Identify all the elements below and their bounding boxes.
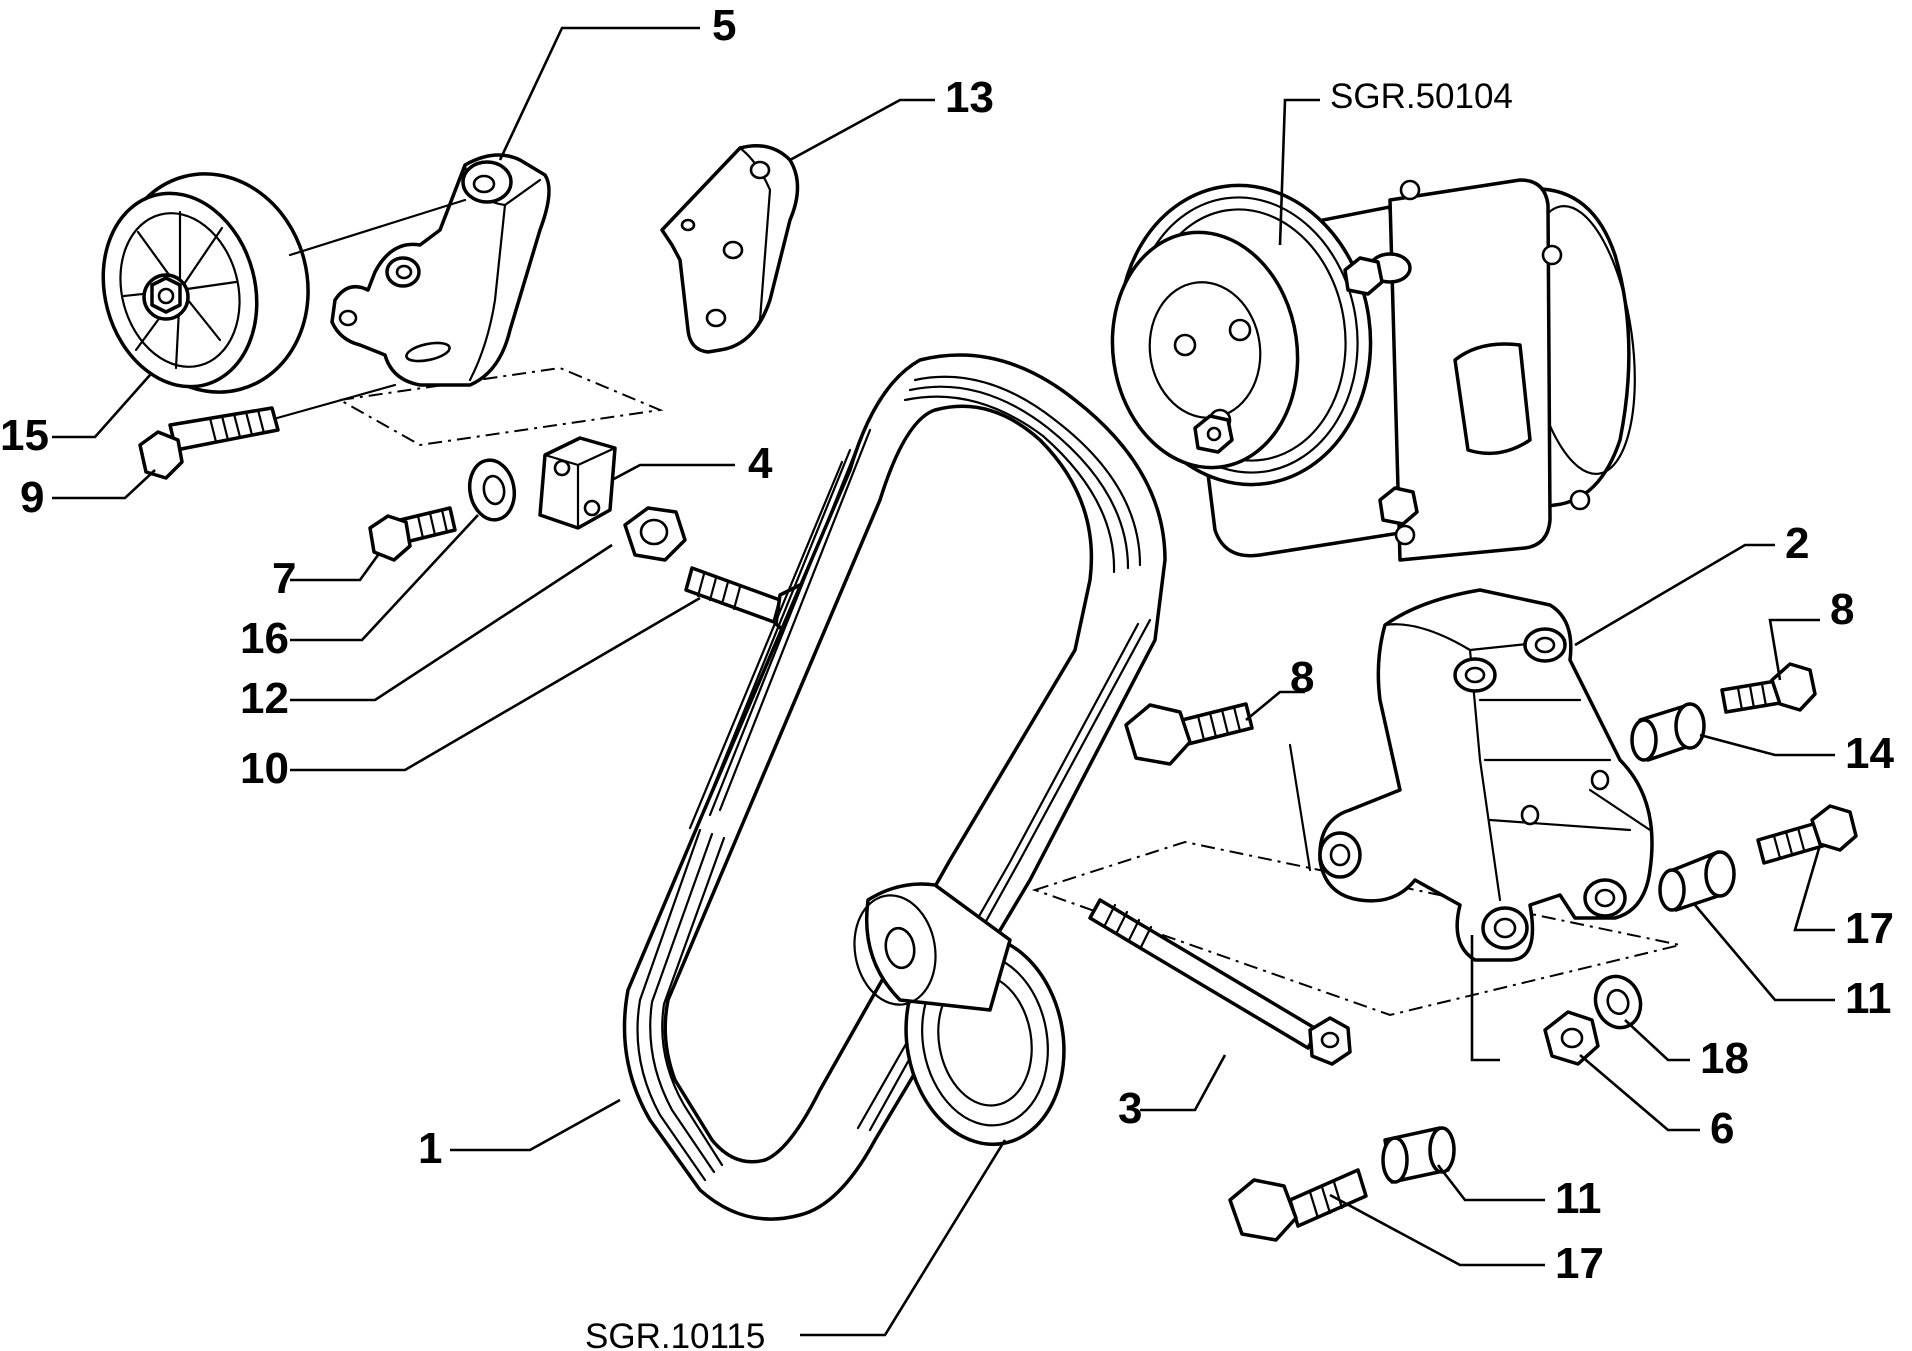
assembly-outline-top: [336, 366, 664, 447]
mounting-plate-13: [660, 144, 800, 354]
ref-compressor: SGR.50104: [1330, 77, 1513, 116]
callout-11-bottom: 11: [1555, 1174, 1602, 1223]
callout-7: 7: [272, 554, 296, 603]
callout-2: 2: [1785, 519, 1809, 568]
callout-16: 16: [240, 614, 289, 663]
tensioner-bracket-5: [330, 153, 551, 387]
callout-15: 15: [0, 411, 49, 460]
guide-line-2-inner: [1588, 788, 1652, 832]
callout-13: 13: [945, 73, 994, 122]
callout-17-bottom: 17: [1555, 1239, 1604, 1288]
ref-pulley: SGR.10115: [585, 1317, 765, 1351]
callout-17-right: 17: [1845, 904, 1894, 953]
bushing-11-bottom: [1381, 1126, 1456, 1184]
callout-3: 3: [1118, 1084, 1142, 1133]
leader-lines: [52, 26, 1835, 1337]
callout-8-right: 8: [1830, 585, 1854, 634]
assembly-outline-bottom: [1031, 840, 1681, 1017]
callout-10: 10: [240, 744, 289, 793]
callout-8-left: 8: [1290, 653, 1314, 702]
bolt-17-bottom: [1228, 1168, 1368, 1242]
callout-1: 1: [418, 1124, 442, 1173]
guide-line-15-5: [288, 198, 467, 257]
washer-18: [1593, 974, 1643, 1030]
washer-16: [467, 458, 517, 522]
callout-18: 18: [1700, 1034, 1749, 1083]
idler-pulley-15: [101, 172, 310, 394]
callout-6: 6: [1710, 1104, 1734, 1153]
bushing-11-right: [1658, 850, 1736, 912]
callout-4: 4: [748, 439, 773, 488]
compressor-bracket-2: [1318, 588, 1654, 962]
bushing-14: [1630, 702, 1706, 762]
ac-compressor: [1110, 178, 1636, 562]
callout-12: 12: [240, 674, 289, 723]
callout-9: 9: [20, 473, 44, 522]
pulley-assembly: [853, 882, 1066, 1147]
bolt-17-right: [1756, 804, 1858, 865]
guide-line-9-5: [268, 383, 397, 422]
bolt-7: [368, 506, 457, 562]
guide-line-8-2: [1288, 743, 1312, 872]
callout-11-right: 11: [1845, 974, 1892, 1023]
bolt-9: [138, 406, 280, 480]
stud-bolt-3: [1088, 898, 1352, 1066]
callout-5: 5: [712, 1, 736, 50]
nut-12: [623, 506, 687, 562]
drive-belt-1: [622, 353, 1167, 1221]
bolt-8-right: [1720, 662, 1817, 714]
nut-6: [1543, 1010, 1600, 1066]
block-4: [538, 436, 617, 530]
bolt-8-left: [1124, 702, 1254, 766]
callout-14: 14: [1845, 729, 1894, 778]
